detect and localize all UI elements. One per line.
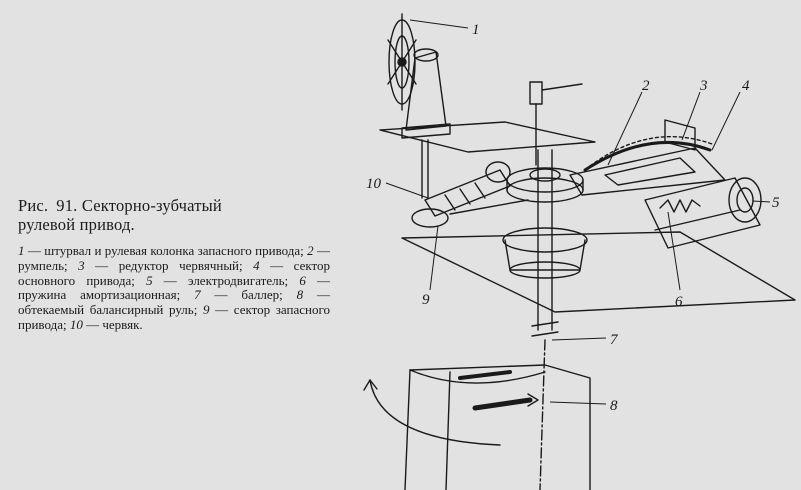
legend-num-2: 2 [307,243,314,258]
worm-reducer [664,119,696,151]
callout-2: 2 [642,78,650,94]
caption-title: Рис. 91. Секторно-зубчатый рулевой привод… [18,196,330,234]
figure-number: 91. [56,196,78,215]
legend-item-6: пружина амортизационная; [18,287,181,303]
callout-8: 8 [610,398,618,414]
steering-gear-drawing: 1 2 3 4 5 6 7 8 9 10 [363,13,796,490]
callout-9: 9 [422,292,430,308]
legend-num-4: 4 [253,257,260,273]
legend-num-1: 1 [18,243,25,258]
electric-motor [644,177,761,249]
callout-6: 6 [675,294,683,310]
callout-4: 4 [742,78,750,94]
legend-item-5: электродвигатель; [187,272,289,288]
upper-deck-plate [379,121,596,153]
legend-item-3: редуктор червячный; [118,257,243,273]
legend-item-4: сектор основного привода; [18,257,331,288]
figure-caption: Рис. 91. Секторно-зубчатый рулевой привод… [18,196,330,333]
legend-num-10: 10 [69,316,83,332]
callout-5: 5 [772,195,780,211]
callout-3: 3 [699,78,708,94]
legend-num-3: 3 [78,257,85,273]
emergency-sector [411,208,449,228]
legend-item-9: сектор запасного привода; [18,302,330,332]
title-line-2: рулевой привод. [18,215,135,234]
legend-num-9: 9 [202,302,210,318]
damping-spring [659,199,701,213]
rudder-blade [409,364,591,490]
worm-gear [424,169,511,217]
callout-7: 7 [610,332,619,348]
title-line-1: Секторно-зубчатый [81,196,222,215]
main-sector [583,140,712,172]
legend-num-8: 8 [296,287,304,303]
legend-item-10: червяк. [102,316,143,332]
callout-1: 1 [472,22,480,38]
main-deck-plate [401,231,796,313]
legend-text: 1 — штурвал и рулевая колонка запасного … [18,243,331,332]
tiller [569,147,726,196]
figure-prefix: Рис. [18,196,49,215]
legend-item-2: румпель; [18,257,68,273]
callout-10: 10 [366,176,382,192]
steering-wheel [387,13,417,111]
legend-num-5: 5 [146,272,153,288]
rotation-arrow [369,379,501,446]
legend-item-7: баллер; [241,287,283,303]
legend-num-7: 7 [194,287,201,303]
steering-gear-illustration: 1 2 3 4 5 6 7 8 9 10 [350,0,801,490]
legend-item-1: штурвал и рулевая колонка запасного прив… [44,243,304,258]
steering-column [405,51,447,131]
legend-item-8: обтекаемый балансирный руль; [18,302,198,318]
legend-num-6: 6 [299,272,306,288]
